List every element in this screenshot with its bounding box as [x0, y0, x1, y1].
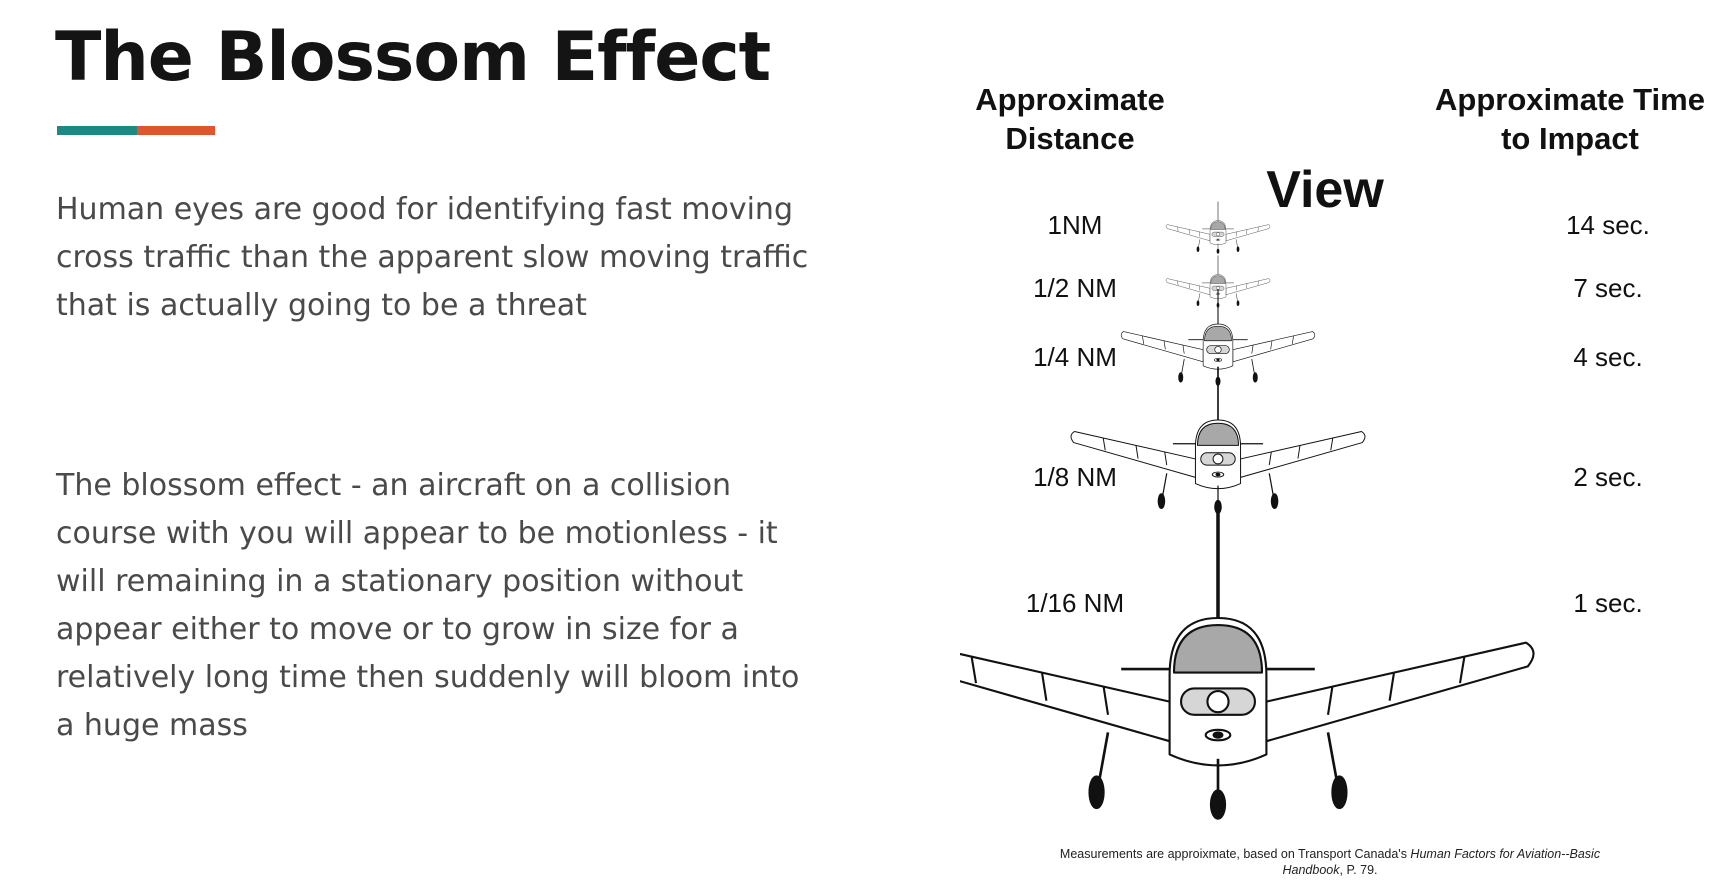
- footnote-prefix: Measurements are approixmate, based on T…: [1059, 847, 1411, 861]
- accent-teal-segment: [57, 126, 137, 135]
- time-label: 1 sec.: [1573, 588, 1643, 618]
- distance-label: 1/8 NM: [1033, 462, 1117, 492]
- distance-label: 1/4 NM: [1033, 342, 1117, 372]
- aircraft-sixteenth-nm: [960, 501, 1536, 821]
- footnote-suffix: , P. 79.: [1339, 863, 1378, 877]
- aircraft-views: [960, 201, 1536, 821]
- slide-title: The Blossom Effect: [55, 18, 771, 97]
- header-view: View: [1266, 161, 1384, 219]
- time-label: 4 sec.: [1573, 342, 1643, 372]
- distance-label: 1/2 NM: [1033, 273, 1117, 303]
- header-approximate-distance: Approximate Distance: [975, 82, 1165, 156]
- footnote-source-title: Human Factors for Aviation--Basic Handbo…: [1282, 847, 1601, 877]
- distance-label: 1/16 NM: [1025, 588, 1125, 618]
- time-label: 7 sec.: [1573, 273, 1643, 303]
- paragraph-blossom-effect: The blossom effect - an aircraft on a co…: [56, 468, 800, 743]
- aircraft-1nm: [1165, 201, 1271, 254]
- title-accent-bar: [57, 126, 215, 135]
- distance-label: 1NM: [1047, 210, 1103, 240]
- blossom-effect-diagram: Approximate Distance Approximate Time to…: [960, 80, 1705, 890]
- accent-orange-segment: [137, 126, 215, 135]
- time-label: 2 sec.: [1573, 462, 1643, 492]
- aircraft-eighth-nm: [1070, 365, 1366, 515]
- paragraph-human-eyes: Human eyes are good for identifying fast…: [56, 192, 809, 323]
- header-approximate-time: Approximate Time to Impact: [1435, 82, 1705, 156]
- figure-footnote: Measurements are approixmate, based on T…: [1050, 846, 1610, 878]
- time-label: 14 sec.: [1566, 210, 1650, 240]
